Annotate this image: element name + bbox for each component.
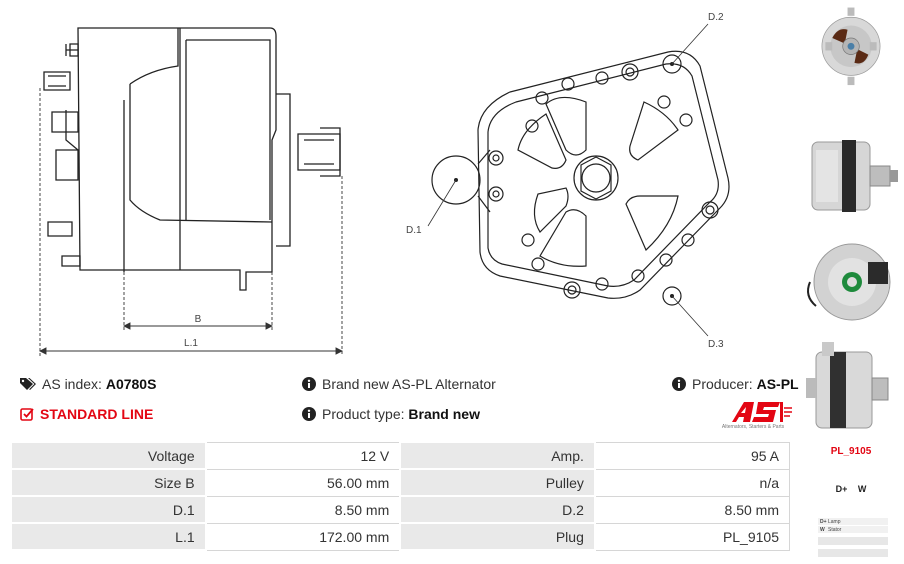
info-circle-icon [302,377,316,391]
spec-value: 56.00 mm [205,468,401,497]
as-index-value: A0780S [105,376,157,392]
spec-label: D.1 [10,495,207,524]
as-index-label: AS index: [42,376,102,392]
product-type-line: Product type: Brand new [302,406,480,422]
logo-tagline: Alternators, Starters & Parts [721,424,785,430]
plug-legend-key: D+ [820,518,827,525]
table-row: L.1 172.00 mm Plug PL_9105 [10,522,790,551]
plug-legend-row: W Stator [818,526,888,533]
plug-legend-blank [818,549,888,557]
table-row: Voltage 12 V Amp. 95 A [10,441,790,470]
spec-value: 12 V [205,441,401,470]
product-photo-rear[interactable] [802,2,900,92]
dim-b-label: B [195,314,202,325]
spec-label: Voltage [10,441,207,470]
check-square-icon [20,408,34,421]
dim-d3-label: D.3 [708,339,724,350]
spec-value: 172.00 mm [205,522,401,551]
product-type-label: Product type: [322,406,405,422]
plug-legend-desc: Lamp [828,518,841,525]
plug-legend-blank [818,537,888,545]
product-type-value: Brand new [408,406,480,422]
spec-value: 8.50 mm [205,495,401,524]
producer-value: AS-PL [756,376,799,392]
spec-value: 95 A [594,441,790,470]
standard-line-badge: STANDARD LINE [20,406,153,422]
info-circle-icon [302,407,316,421]
plug-name: PL_9105 [830,446,872,457]
spec-table: Voltage 12 V Amp. 95 A Size B 56.00 mm P… [10,441,790,551]
standard-line-text: STANDARD LINE [40,406,154,422]
plug-legend: D+ Lamp W Stator [818,518,888,558]
tags-icon [20,378,36,390]
dim-d2-label: D.2 [708,12,724,23]
as-pl-logo: Alternators, Starters & Parts [714,400,792,434]
spec-label: Size B [10,468,207,497]
producer-line: Producer: AS-PL [672,376,799,392]
spec-label: Plug [399,522,596,551]
table-row: Size B 56.00 mm Pulley n/a [10,468,790,497]
spec-value: PL_9105 [594,522,790,551]
dim-d1-label: D.1 [406,225,422,236]
info-circle-icon [672,377,686,391]
plug-legend-key: W [820,526,825,533]
spec-label: Pulley [399,468,596,497]
side-view-drawing: B L.1 [38,27,344,356]
brand-line: Brand new AS-PL Alternator [302,376,496,392]
product-photo-side-2[interactable] [802,338,900,438]
as-index: AS index: A0780S [20,376,156,392]
brand-text: Brand new AS-PL Alternator [322,376,496,392]
plug-legend-row: D+ Lamp [818,518,888,525]
dim-l1-label: L.1 [184,338,198,349]
spec-value: n/a [594,468,790,497]
spec-value: 8.50 mm [594,495,790,524]
spec-label: L.1 [10,522,207,551]
product-photo-side[interactable] [802,132,900,222]
plug-legend-desc: Stator [828,526,842,533]
table-row: D.1 8.50 mm D.2 8.50 mm [10,495,790,524]
spec-label: Amp. [399,441,596,470]
front-view-drawing: D.1 D.2 D.3 [406,12,730,350]
producer-label: Producer: [692,376,753,392]
spec-label: D.2 [399,495,596,524]
product-photo-front[interactable] [802,232,900,330]
as-logo-mark [732,402,792,422]
plug-pins: D+ W [835,484,867,494]
